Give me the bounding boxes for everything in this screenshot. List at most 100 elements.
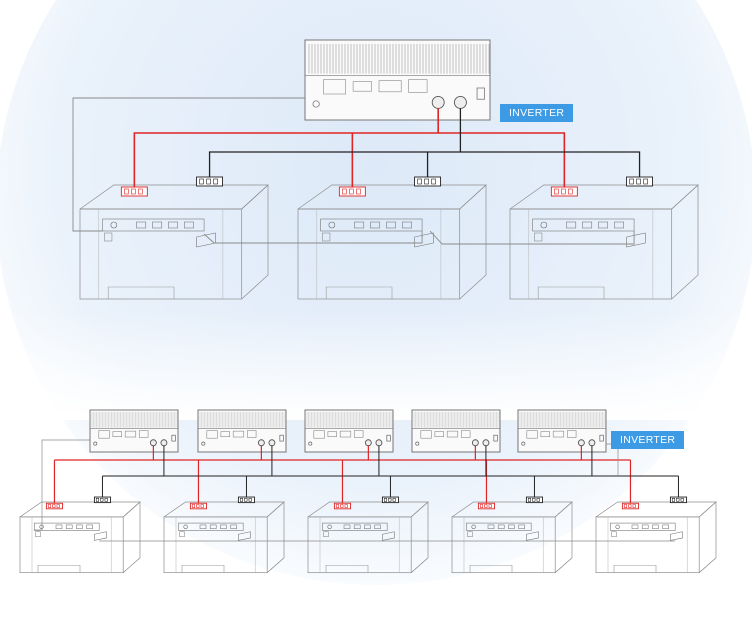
negative-lug (680, 497, 684, 502)
comm-port (230, 524, 237, 529)
comm-port (614, 221, 624, 229)
rack-front (79, 208, 243, 300)
comm-port (354, 221, 365, 229)
negative-lug (671, 497, 676, 502)
port-block (112, 431, 122, 437)
rack-front (451, 516, 556, 574)
breaker-switch (493, 434, 498, 442)
positive-lug (191, 504, 196, 508)
comm-port (508, 524, 515, 529)
breaker-switch (599, 434, 604, 442)
battery-terminal-negative (482, 439, 490, 447)
battery-terminal-positive (577, 439, 585, 447)
negative-lug (532, 497, 536, 502)
comm-port (487, 524, 495, 529)
negative-lug (95, 497, 100, 502)
negative-terminal (626, 176, 654, 187)
breaker-switch (386, 434, 391, 442)
negative-lug (239, 497, 244, 502)
rack-side (698, 501, 717, 573)
rack-side (554, 501, 573, 573)
bottom-handle (107, 286, 175, 299)
inverter-unit (89, 409, 179, 453)
port-block (327, 431, 337, 437)
comm-port (374, 524, 381, 529)
ground-terminal (521, 441, 526, 446)
comm-port (76, 524, 83, 529)
inverter-unit (304, 39, 491, 121)
negative-lug (248, 497, 252, 502)
ground-terminal (93, 441, 98, 446)
battery-pack (451, 496, 573, 574)
inverter-unit (197, 409, 287, 453)
rack-front (307, 516, 412, 574)
positive-bus (133, 132, 566, 187)
battery-terminal-negative (453, 95, 467, 109)
bottom-handle (613, 564, 657, 573)
display-block (124, 430, 137, 438)
bottom-handle (325, 286, 393, 299)
positive-lug (335, 504, 340, 508)
breaker-switch (279, 434, 284, 442)
power-button (110, 221, 118, 229)
rack-side (459, 184, 487, 300)
port-block (220, 431, 230, 437)
power-button (183, 524, 188, 529)
positive-lug (488, 504, 492, 508)
negative-lug (536, 497, 540, 502)
positive-lug (479, 504, 484, 508)
comm-cable-link-1 (203, 231, 423, 244)
display-block (552, 430, 565, 438)
positive-terminal (120, 186, 148, 197)
ground-terminal (415, 441, 420, 446)
comm-port (353, 524, 361, 529)
battery-terminal-negative (375, 439, 383, 447)
inverter-label-bottom: INVERTER (611, 431, 685, 449)
display-block (378, 80, 402, 93)
positive-terminal (621, 502, 639, 510)
breaker (35, 531, 41, 537)
background-fade (0, 310, 752, 420)
battery-port-panel (320, 218, 423, 232)
switch-block (246, 430, 257, 438)
display-block (446, 430, 459, 438)
battery-port-panel (532, 218, 635, 232)
power-button (39, 524, 44, 529)
terminal-block (313, 430, 325, 439)
negative-lug (100, 497, 104, 502)
battery-pack (163, 496, 285, 574)
port-block (434, 431, 444, 437)
comm-port (598, 221, 609, 229)
power-button (540, 221, 548, 229)
negative-terminal (196, 176, 224, 187)
inverter-unit (517, 409, 607, 453)
switch-block (408, 79, 428, 93)
positive-lug (628, 504, 632, 508)
negative-lug (676, 497, 680, 502)
display-block (232, 430, 245, 438)
negative-lug (643, 178, 648, 185)
comm-port (343, 524, 351, 529)
rack-side (410, 501, 429, 573)
rack-side (266, 501, 285, 573)
terminal-block (526, 430, 538, 439)
bottom-handle (537, 286, 605, 299)
terminal-block (98, 430, 110, 439)
comm-port (641, 524, 649, 529)
negative-lug (244, 497, 248, 502)
port-block (352, 81, 372, 92)
handle-plate (94, 531, 107, 541)
battery-port-panel (610, 522, 676, 531)
negative-terminal (381, 496, 399, 504)
handle-plate (382, 531, 395, 541)
comm-port (136, 221, 147, 229)
negative-lug (206, 178, 211, 185)
power-button (471, 524, 476, 529)
comm-port (65, 524, 73, 529)
positive-terminal (45, 502, 63, 510)
positive-lug (131, 188, 136, 195)
positive-lug (561, 188, 566, 195)
comm-port (220, 524, 227, 529)
terminal-block (206, 430, 218, 439)
